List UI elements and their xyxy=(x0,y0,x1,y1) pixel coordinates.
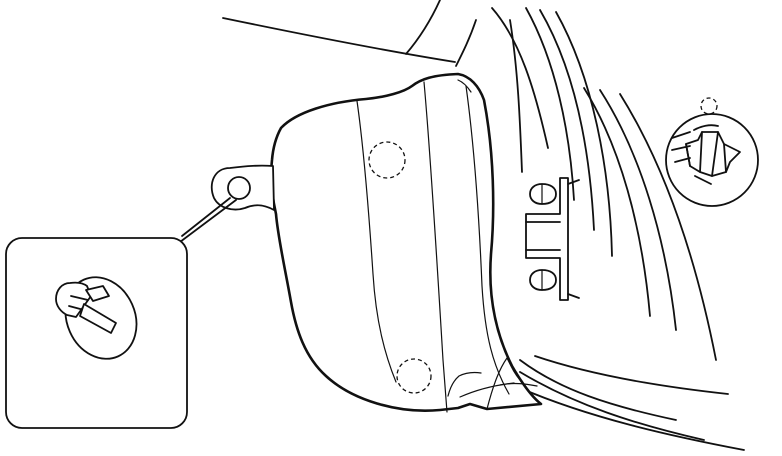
body-outline xyxy=(222,0,745,451)
clip-detail-callout-right xyxy=(665,97,759,207)
mounting-clip xyxy=(55,281,92,318)
hidden-clip-marker-upper xyxy=(368,141,406,179)
hidden-clip-marker-lower xyxy=(396,358,432,394)
wheel-arch-mud-guard xyxy=(210,72,543,413)
hidden-clip-marker-right xyxy=(700,97,718,115)
clip-detail-callout-left xyxy=(5,197,237,429)
door-hinge-assembly xyxy=(525,177,580,301)
mounting-hole xyxy=(227,176,251,200)
